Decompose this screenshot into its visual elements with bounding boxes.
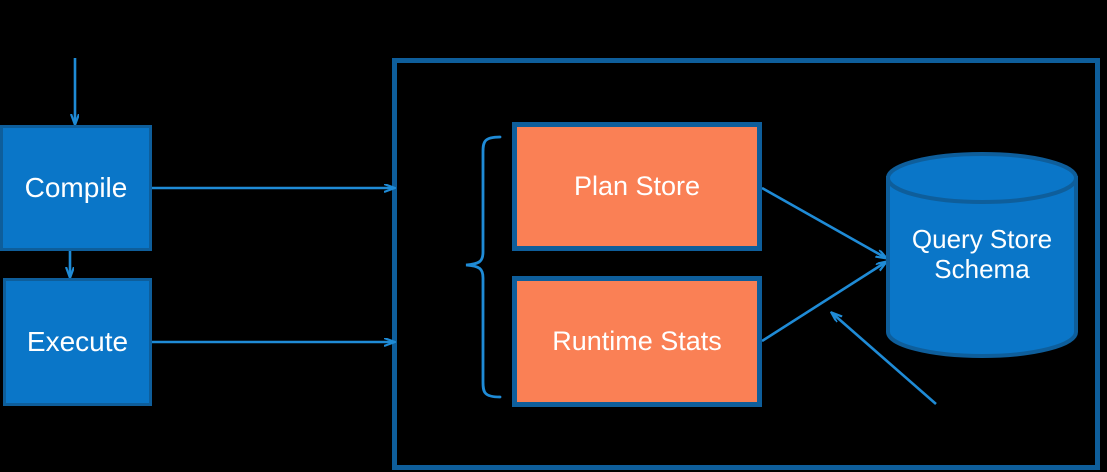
arrow-external-to-schema (832, 313, 937, 405)
cylinder-top (886, 152, 1078, 204)
query-store-container (392, 58, 1100, 470)
node-execute[interactable] (3, 278, 152, 406)
node-compile[interactable] (0, 125, 152, 251)
cylinder-body (886, 176, 1078, 358)
node-plan-store[interactable] (512, 122, 762, 251)
node-runtime-stats[interactable] (512, 276, 762, 407)
arrow-plan-store-to-schema (761, 186, 886, 258)
store-brace (465, 135, 502, 399)
arrow-runtime-stats-to-schema (761, 262, 886, 343)
